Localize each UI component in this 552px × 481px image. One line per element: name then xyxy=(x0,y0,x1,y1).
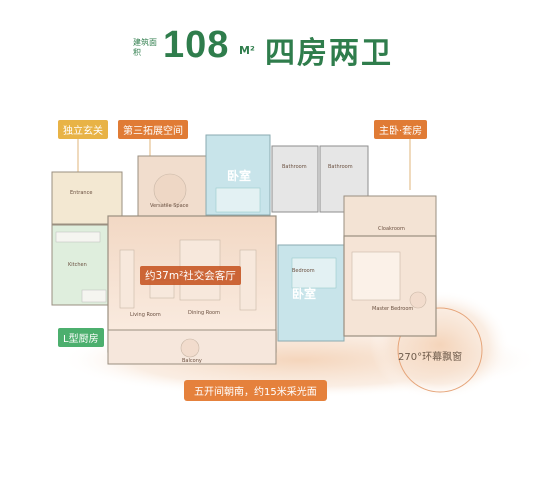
label-flex: Versatile Space xyxy=(150,203,189,209)
bedroom-center-label: 卧室 xyxy=(292,287,317,301)
area-label: 建筑面积 xyxy=(133,38,157,57)
label-master: Master Bedroom xyxy=(372,306,414,312)
area-value: 108 xyxy=(163,24,230,66)
bedroom-north-label: 卧室 xyxy=(227,169,252,183)
label-living: Living Room xyxy=(130,312,161,318)
layout-name: 四房两卫 xyxy=(265,36,393,71)
area-unit: M² xyxy=(239,44,255,57)
tag-kitchen-type: L型厨房 xyxy=(58,328,104,347)
cloakroom-room xyxy=(343,195,437,237)
label-balcony: Balcony xyxy=(182,358,202,364)
tag-master-suite: 主卧·套房 xyxy=(374,120,428,139)
label-bathroom-1: Bathroom xyxy=(282,164,307,170)
title-bar: 建筑面积 108 M² 四房两卫 xyxy=(0,14,552,71)
label-kitchen: Kitchen xyxy=(68,262,87,268)
label-dining: Dining Room xyxy=(188,310,220,316)
window-note: 270°环幕飘窗 xyxy=(398,352,463,363)
label-entrance: Entrance xyxy=(70,190,93,196)
window-ring xyxy=(397,307,483,393)
label-bedroom: Bedroom xyxy=(292,268,315,274)
south-note: 五开间朝南，约15米采光面 xyxy=(184,380,327,401)
label-bathroom-2: Bathroom xyxy=(328,164,353,170)
tag-entrance: 独立玄关 xyxy=(58,120,108,139)
tag-flex-space: 第三拓展空间 xyxy=(118,120,188,139)
label-cloakroom: Cloakroom xyxy=(378,226,405,232)
bathroom-1 xyxy=(271,145,319,213)
living-note: 约37m²社交会客厅 xyxy=(140,266,241,285)
entrance-room xyxy=(51,171,123,225)
